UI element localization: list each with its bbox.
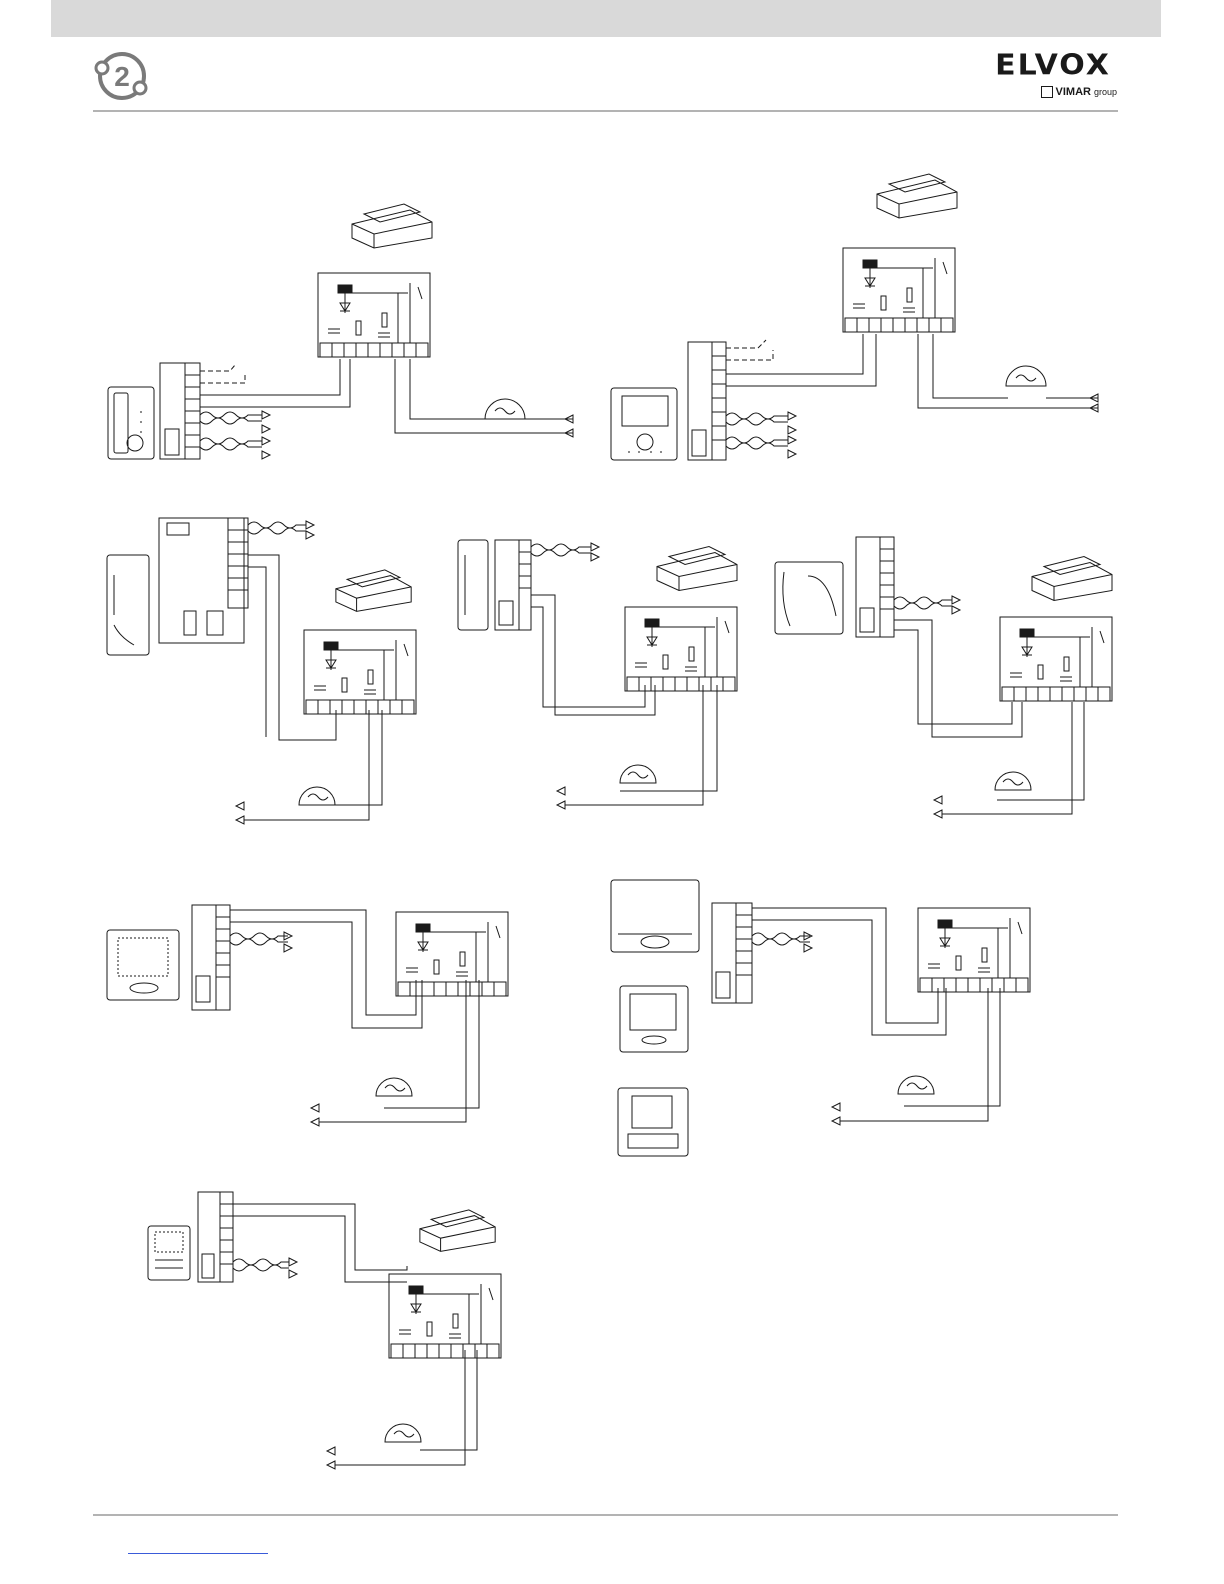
vimar-square-icon xyxy=(1041,86,1053,98)
terminal-block-icon xyxy=(198,1192,233,1282)
logo-numeral: 2 xyxy=(114,61,130,92)
power-supply-1-icon xyxy=(350,190,435,250)
power-supply-4-icon xyxy=(655,530,740,595)
bell-icon xyxy=(620,765,656,783)
brand-logo: ELVOX VIMAR group xyxy=(985,48,1121,100)
lock-wires xyxy=(200,359,340,395)
brand-subtitle: VIMAR group xyxy=(1041,86,1117,98)
relay-board-icon xyxy=(843,248,955,332)
relay-board-icon xyxy=(918,908,1030,992)
terminal-block-icon xyxy=(160,363,200,459)
wide-monitor-icon xyxy=(611,880,699,952)
terminal-block-icon xyxy=(192,905,230,1010)
due-fili-logo-icon: 2 xyxy=(92,48,150,104)
power-supply-5-icon xyxy=(1030,540,1115,605)
video-handsfree-icon xyxy=(611,388,677,460)
bell-wires xyxy=(395,359,573,433)
wiring-diagram-7 xyxy=(608,878,1028,1163)
door-module-icon xyxy=(159,518,244,643)
power-supply-3-icon xyxy=(334,555,414,615)
terminal-block-icon xyxy=(228,518,248,608)
footer-rule xyxy=(93,1514,1118,1516)
relay-board-icon xyxy=(389,1274,501,1358)
footer-link-underline[interactable] xyxy=(128,1553,268,1554)
brand-sub-name: VIMAR xyxy=(1056,86,1091,98)
bus-wires xyxy=(200,411,270,459)
brand-name: ELVOX xyxy=(985,49,1121,82)
compact-handsfree-icon xyxy=(148,1226,190,1280)
terminal-block-icon xyxy=(688,342,726,460)
relay-board-icon xyxy=(625,607,737,691)
terminal-block-icon xyxy=(856,537,894,637)
relay-board-icon xyxy=(318,273,430,357)
bus-wires xyxy=(726,412,796,458)
wiring-diagram-6 xyxy=(104,900,504,1130)
header-bar xyxy=(51,0,1161,37)
header-rule xyxy=(93,110,1118,112)
handset-icon xyxy=(107,555,149,655)
classic-handset-icon xyxy=(775,562,843,634)
power-supply-6-icon xyxy=(418,1195,498,1255)
square-monitor-icon xyxy=(618,1088,688,1156)
brand-sub-suffix: group xyxy=(1094,87,1117,97)
bell-icon xyxy=(1006,366,1046,386)
wiring-diagram-1 xyxy=(105,185,585,465)
compact-monitor-icon xyxy=(620,986,688,1052)
wiring-diagram-2 xyxy=(608,160,1108,465)
power-supply-2-icon xyxy=(875,160,960,235)
bell-icon xyxy=(485,399,525,419)
handsfree-speaker-icon xyxy=(107,930,179,1000)
terminal-block-icon xyxy=(712,903,752,1003)
switch-wires xyxy=(200,365,245,383)
handset-device-icon xyxy=(108,387,154,459)
slim-handset-icon xyxy=(458,540,488,630)
relay-board-icon xyxy=(304,630,416,714)
relay-board-icon xyxy=(1000,617,1112,701)
terminal-block-icon xyxy=(495,540,531,630)
bell-icon xyxy=(995,772,1031,790)
relay-board-icon xyxy=(396,912,508,996)
